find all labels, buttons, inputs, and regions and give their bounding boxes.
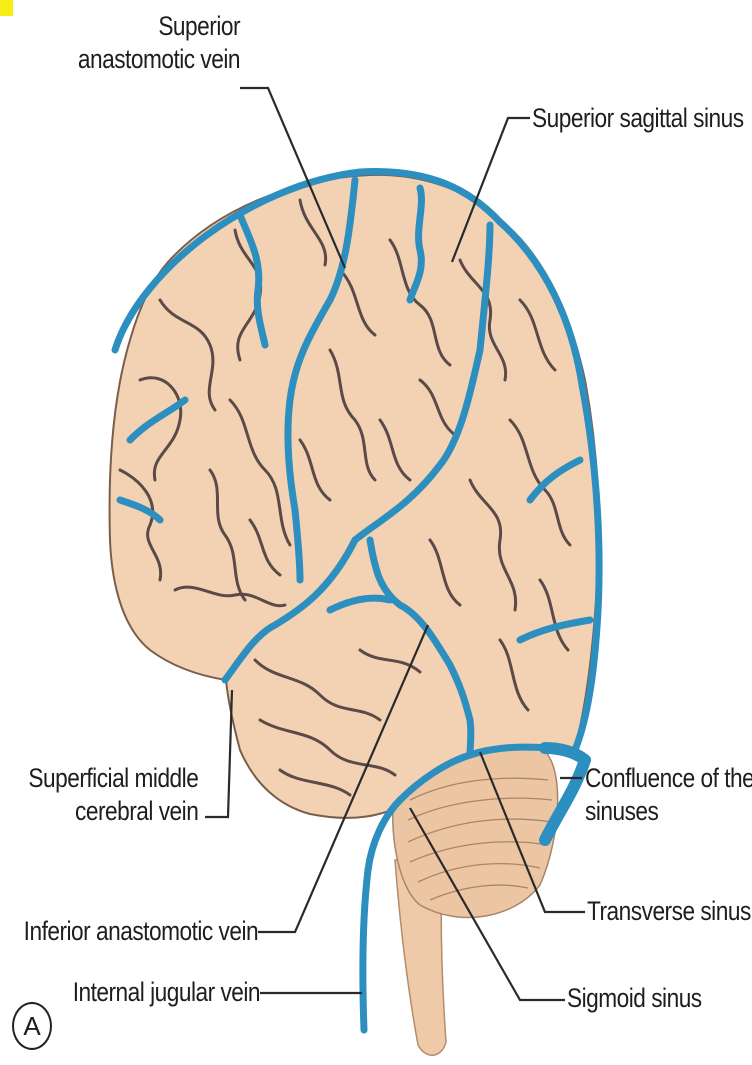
label-confluence-of-the-sinuses: Confluence of the sinuses [585,762,752,828]
label-superior-anastomotic-vein: Superior anastomotic vein [78,10,240,76]
cerebrum [110,175,599,818]
label-superior-sagittal-sinus: Superior sagittal sinus [532,102,744,135]
leader-superficial-middle-cerebral-vein [205,690,232,817]
label-transverse-sinus: Transverse sinus [587,895,751,928]
label-inferior-anastomotic-vein: Inferior anastomotic vein [24,915,258,948]
label-sigmoid-sinus: Sigmoid sinus [567,982,702,1015]
panel-letter-badge: A [12,1002,52,1050]
internal-jugular-vein [363,870,368,1030]
label-superficial-middle-cerebral-vein: Superficial middle cerebral vein [28,762,198,828]
label-internal-jugular-vein: Internal jugular vein [73,976,260,1009]
